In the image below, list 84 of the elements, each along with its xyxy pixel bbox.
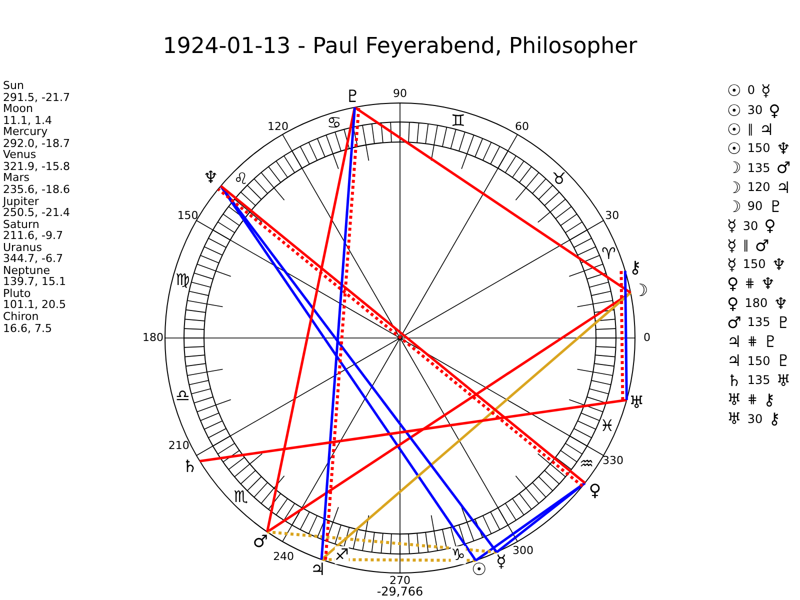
planet-symbol: ♂ (776, 159, 791, 177)
planet-symbol: ♃ (727, 333, 742, 351)
degree-label: 270 (390, 574, 410, 587)
planet-name: Mars (3, 172, 30, 184)
chart-title: 1924-01-13 - Paul Feyerabend, Philosopher (162, 34, 638, 60)
planet-name: Neptune (3, 264, 50, 277)
aspect-label: ∥ (747, 123, 754, 136)
planet-symbol: ☿ (727, 217, 737, 235)
aspect-label: ⋕ (747, 335, 758, 348)
aspect-label: 150 (747, 354, 770, 368)
planet-name: Venus (3, 149, 36, 162)
planet-position: 11.1, 1.4 (3, 114, 52, 127)
aspect-label: 0 (747, 84, 755, 98)
aspect-label: ∥ (742, 238, 749, 252)
planet-symbol: ♆ (772, 256, 786, 274)
planet-symbol: ☉ (727, 82, 742, 100)
planet-symbol: ♇ (768, 198, 783, 216)
planet-name: Saturn (3, 218, 40, 231)
planet-symbol: ♇ (776, 314, 791, 332)
aspect-label: ⋕ (744, 277, 755, 291)
planet-position: 101.1, 20.5 (3, 299, 66, 312)
degree-label: 0 (644, 332, 650, 344)
planet-symbol: ☉ (727, 140, 742, 158)
planet-name: Pluto (3, 288, 31, 300)
planet-symbol: ♀ (768, 102, 780, 120)
aspect-label: 180 (744, 296, 768, 310)
aspect-label: 135 (747, 162, 770, 175)
planet-symbol: ☿ (727, 256, 737, 274)
planet-symbol: ♃ (776, 178, 791, 196)
aspect-label: 135 (747, 374, 770, 388)
planet-symbol: ♂ (754, 236, 770, 254)
aspect-label: ⋕ (747, 393, 758, 406)
aspect-label: 30 (742, 220, 758, 233)
planet-symbol: ♇ (763, 333, 778, 351)
planet-symbol: ☿ (727, 236, 737, 254)
planet-symbol: ♇ (776, 352, 791, 370)
planet-position: 16.6, 7.5 (3, 322, 52, 335)
planet-name: Jupiter (3, 196, 39, 208)
planet-position: 235.6, -18.6 (3, 184, 70, 196)
planet-symbol: ♇ (342, 87, 363, 108)
planet-name: Mercury (3, 126, 48, 138)
planet-name: Chiron (3, 311, 39, 324)
planet-symbol: ♀ (727, 275, 739, 293)
planet-position: 139.7, 15.1 (3, 276, 66, 288)
planet-symbol: ♀ (727, 294, 739, 312)
degree-label: 180 (142, 332, 164, 344)
planet-symbol: ♆ (760, 275, 776, 293)
planet-name: Uranus (3, 242, 42, 254)
planet-symbol: ☽ (727, 159, 742, 177)
planet-symbol: ☽ (630, 280, 651, 301)
planet-symbol: ♅ (727, 410, 742, 428)
planet-symbol: ☿ (760, 82, 771, 100)
planet-symbol: ♅ (727, 391, 742, 409)
planet-symbol: ♀ (764, 217, 776, 235)
aspect-label: 30 (747, 104, 763, 117)
planet-position: 321.9, -15.8 (3, 160, 70, 173)
planet-symbol: ♃ (727, 352, 742, 370)
planet-name: Sun (3, 80, 24, 92)
planet-position: 211.6, -9.7 (3, 230, 63, 242)
planet-symbol: ☽ (727, 198, 742, 216)
planet-symbol: ♅ (776, 372, 791, 390)
planet-symbol: ♄ (727, 372, 742, 390)
aspect-label: 135 (747, 316, 770, 330)
aspect-label: 150 (747, 142, 770, 156)
planet-symbol: ♆ (776, 140, 791, 158)
aspect-label: 120 (747, 180, 770, 194)
degree-label: 90 (393, 88, 407, 100)
planet-symbol: ⚷ (763, 391, 776, 409)
planet-name: Moon (3, 103, 33, 116)
planet-symbol: ♂ (727, 314, 742, 332)
planet-symbol: ☉ (727, 120, 742, 138)
planet-symbol: ⚷ (768, 410, 780, 428)
planet-position: 250.5, -21.4 (3, 207, 70, 220)
chart-value: -29,766 (376, 585, 424, 599)
planet-position: 344.7, -6.7 (3, 253, 63, 266)
aspect-label: 90 (747, 200, 763, 214)
aspect-label: 150 (742, 258, 766, 272)
planet-symbol: ☉ (727, 102, 742, 120)
aspect-label: 30 (747, 412, 763, 426)
planet-symbol: ♆ (774, 294, 788, 312)
planet-symbol: ☽ (727, 178, 742, 196)
planet-symbol: ♃ (759, 120, 774, 138)
planet-position: 292.0, -18.7 (3, 138, 70, 150)
planet-position: 291.5, -21.7 (3, 92, 70, 104)
